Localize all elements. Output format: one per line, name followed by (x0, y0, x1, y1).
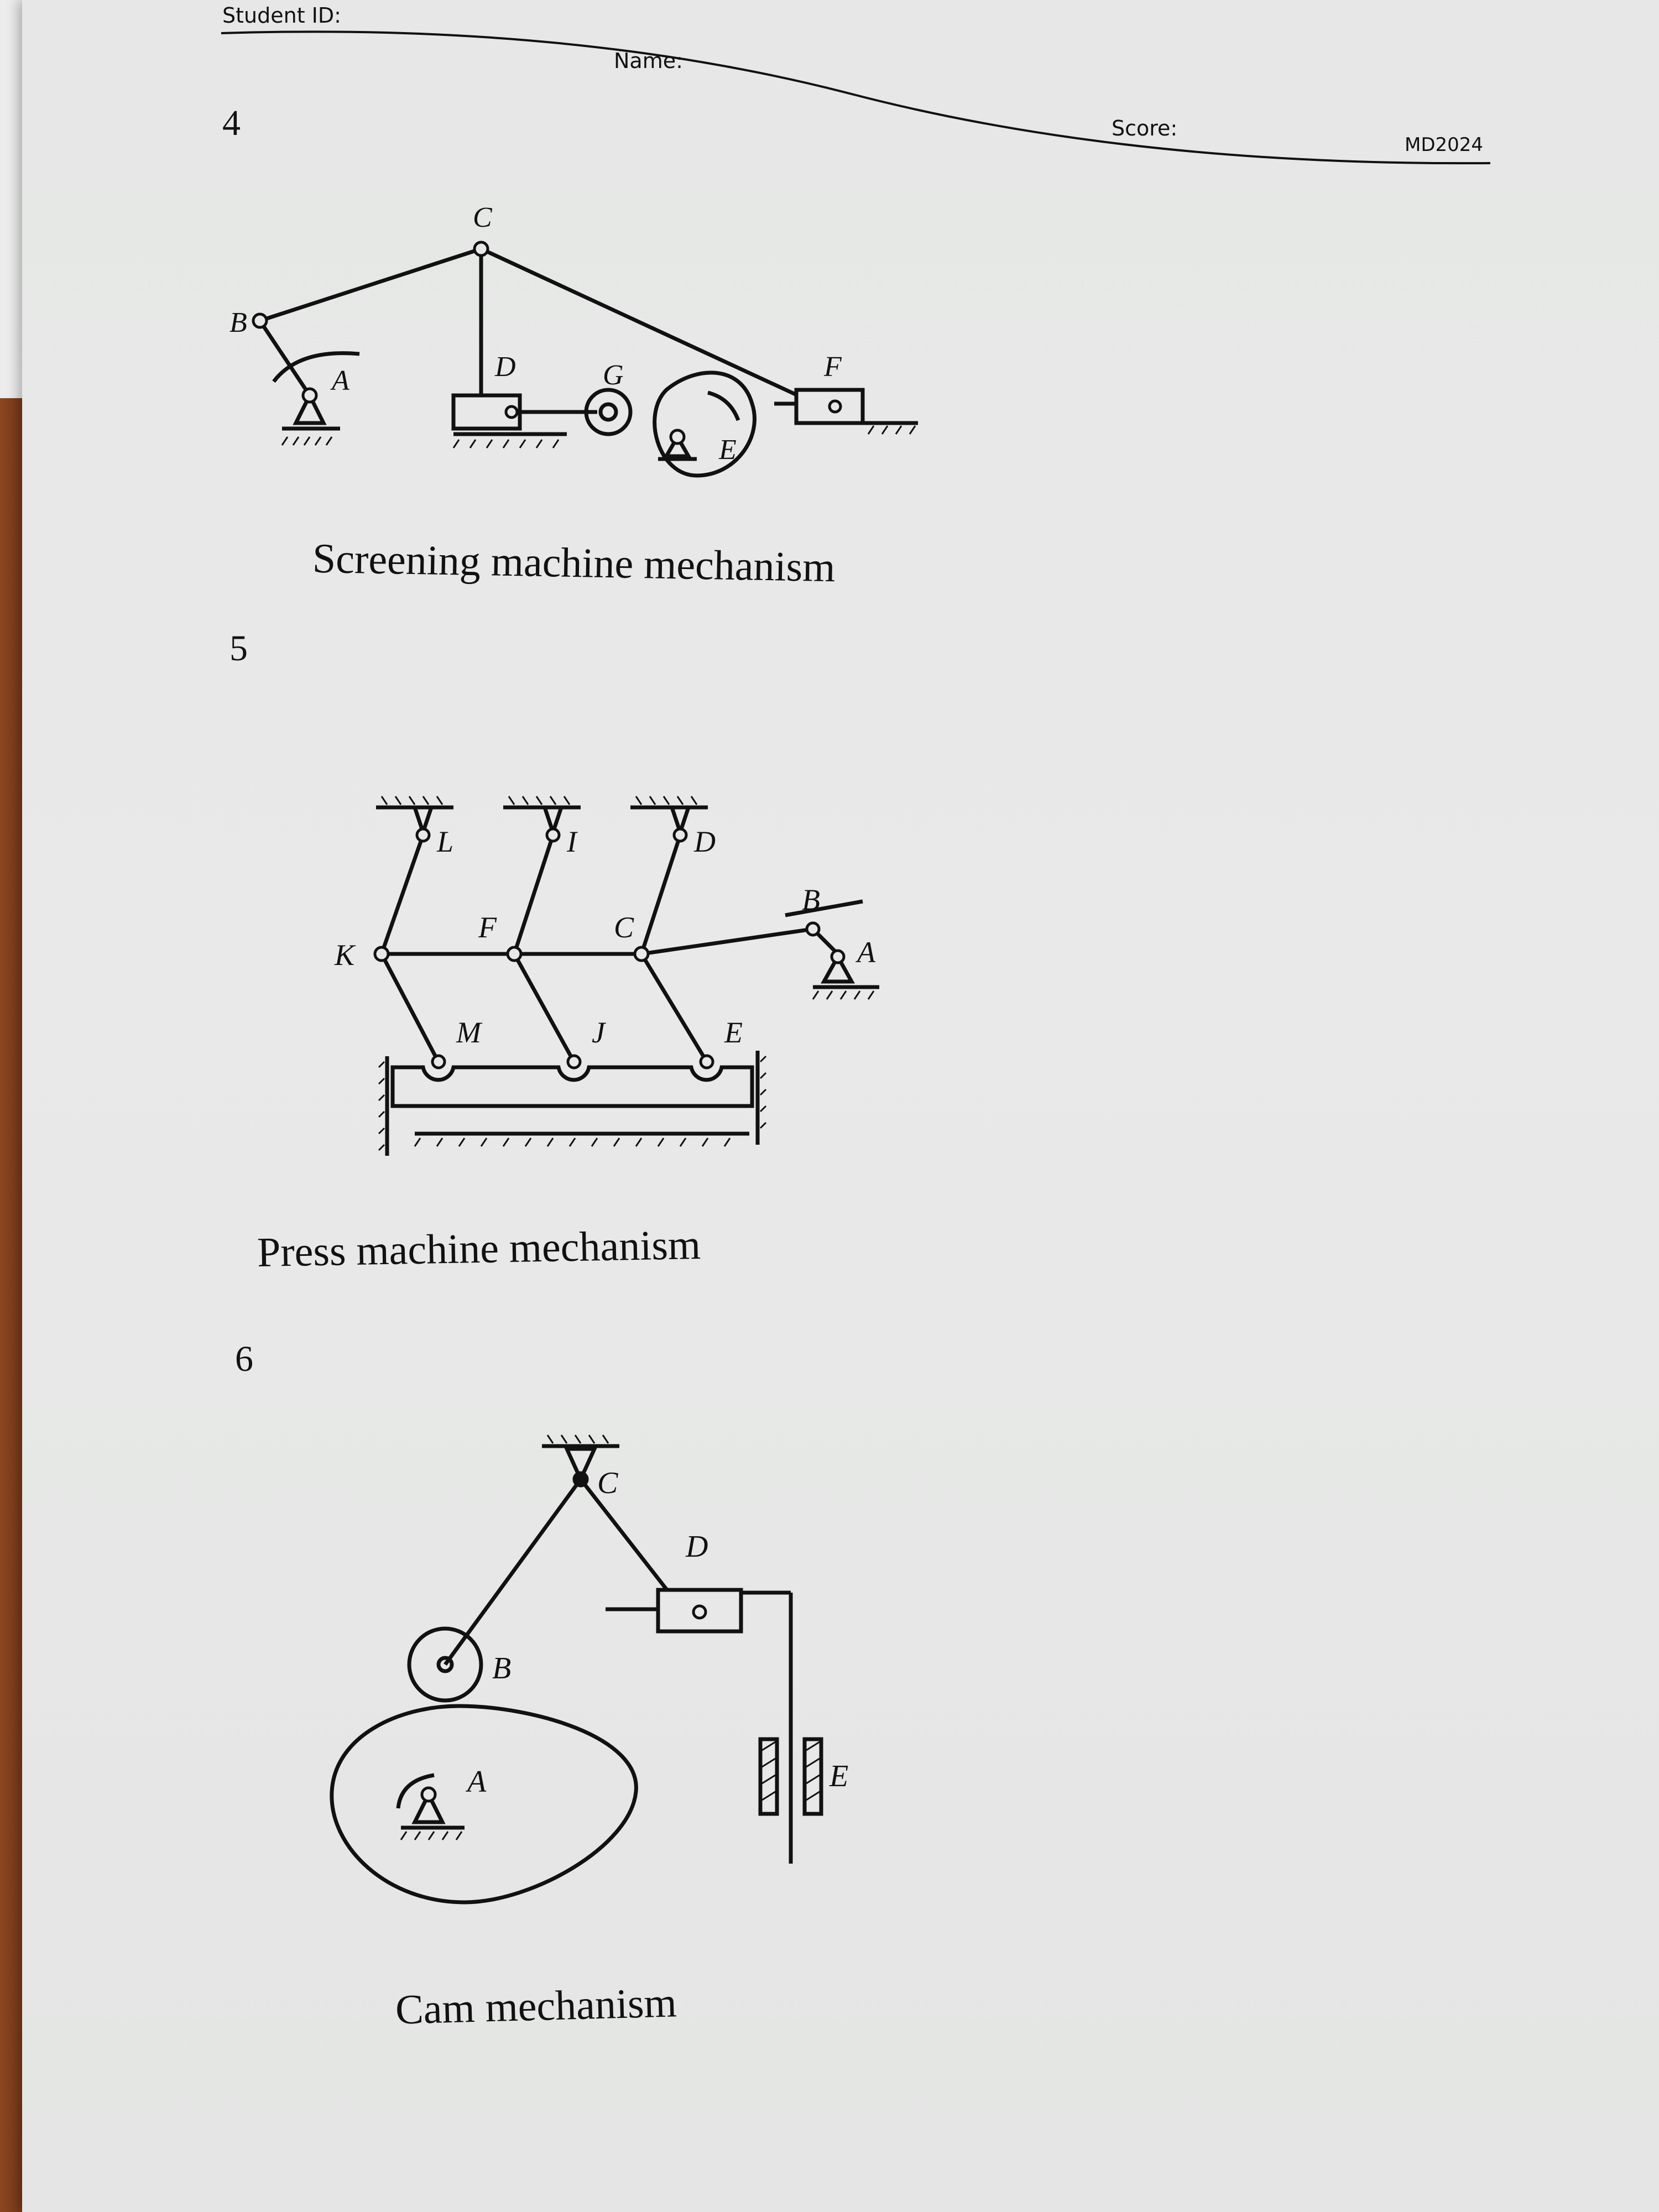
label-q5-J: J (592, 1016, 607, 1049)
label-q4-D: D (494, 351, 516, 383)
label-q4-F: F (823, 351, 842, 383)
label-q5-D: D (693, 825, 716, 858)
exam-sheet: Student ID: Name: Score: MD2024 4 (22, 0, 1659, 2212)
label-q4-G: G (603, 359, 624, 391)
label-q6-A: A (465, 1765, 487, 1799)
label-q5-M: M (456, 1016, 483, 1049)
caption-cam-mechanism: Cam mechanism (394, 1979, 677, 2033)
label-q5-I: I (566, 825, 578, 858)
label-q6-E: E (829, 1759, 848, 1793)
caption-press-machine: Press machine mechanism (257, 1222, 701, 1276)
label-q5-F: F (478, 911, 497, 944)
student-id-label: Student ID: (222, 3, 341, 28)
question-number-6: 6 (235, 1339, 253, 1379)
question-number-5: 5 (229, 628, 248, 669)
label-q4-B: B (229, 307, 247, 338)
figure-cam-mechanism: C D B A E (330, 1434, 848, 1905)
score-label: Score: (1112, 116, 1178, 140)
label-q4-C: C (473, 202, 493, 233)
label-q5-A: A (855, 936, 876, 969)
label-q6-B: B (492, 1651, 511, 1686)
figure-press-machine: L I D K F C B A M J E (334, 796, 879, 1156)
label-q5-B: B (802, 883, 820, 916)
label-q5-K: K (334, 938, 356, 972)
header-rule (221, 30, 1491, 165)
label-q4-E: E (718, 434, 737, 466)
question-number-4: 4 (222, 103, 241, 143)
label-q5-C: C (614, 911, 634, 944)
label-q6-D: D (685, 1530, 708, 1564)
label-q5-E: E (724, 1016, 743, 1049)
caption-screening-machine: Screening machine mechanism (312, 535, 836, 591)
label-q6-C: C (597, 1466, 618, 1500)
label-q5-L: L (436, 825, 453, 858)
label-q4-A: A (330, 365, 349, 397)
course-code: MD2024 (1405, 134, 1484, 156)
figure-screening-machine: C B A D G E F (229, 202, 918, 478)
